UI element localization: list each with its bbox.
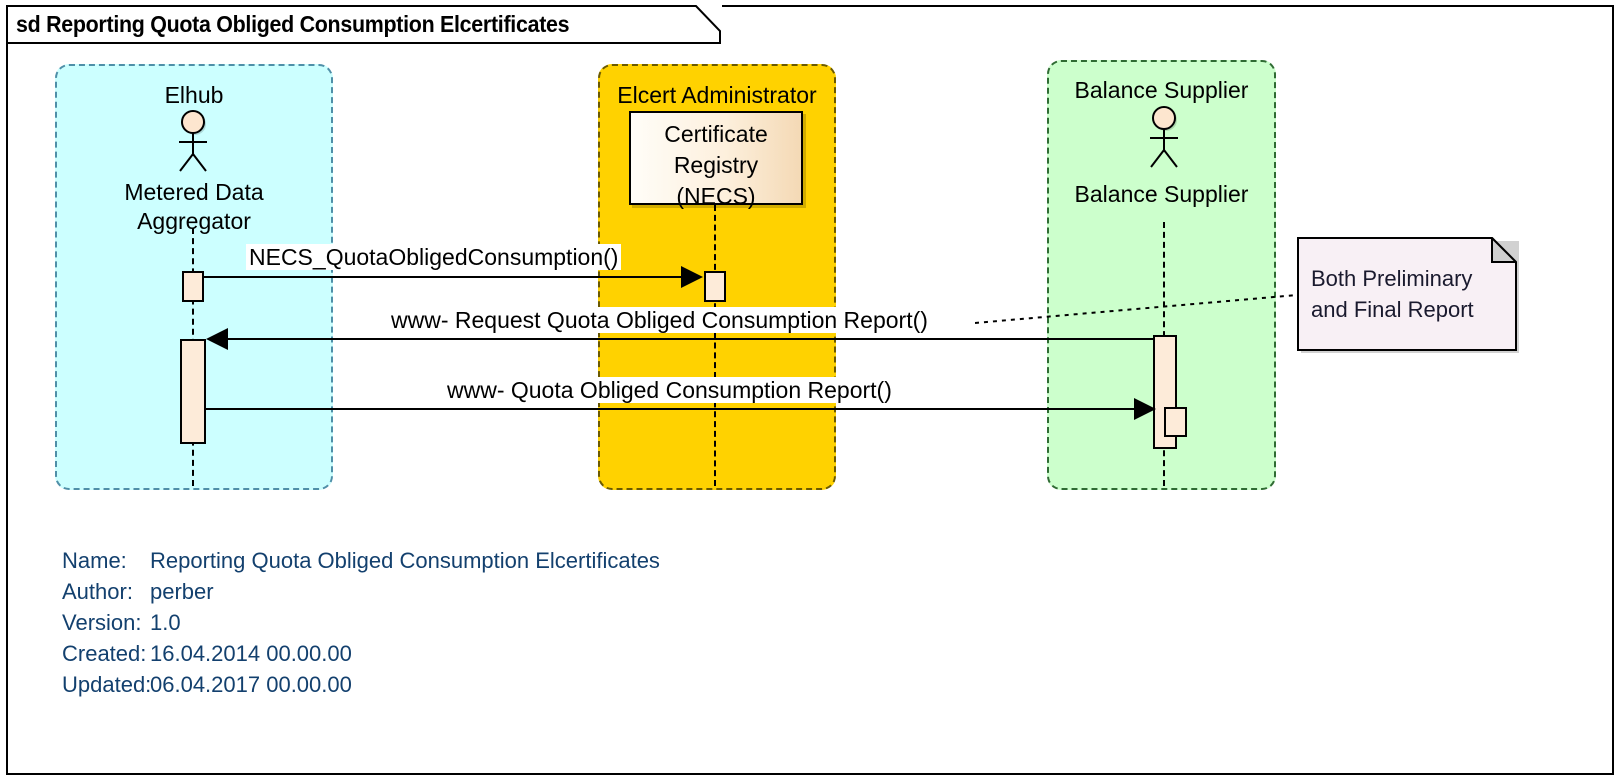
metadata-row-updated: Updated: 06.04.2017 00.00.00 (62, 669, 660, 700)
metadata-value-updated: 06.04.2017 00.00.00 (150, 671, 352, 697)
metadata-value-author: perber (150, 578, 214, 604)
metadata-value-version: 1.0 (150, 609, 181, 635)
metadata-row-author: Author: perber (62, 576, 660, 607)
activation-bar-elhub-1 (182, 271, 204, 302)
metadata-value-name: Reporting Quota Obliged Consumption Elce… (150, 547, 660, 573)
activation-bar-elhub-2 (180, 339, 206, 444)
metadata-key-updated: Updated: (62, 671, 152, 697)
frame-title-label: sd Reporting Quota Obliged Consumption E… (16, 11, 570, 37)
metadata-key-created: Created: (62, 640, 147, 666)
group-label-elcert: Elcert Administrator (617, 82, 817, 108)
message-arrowhead-3 (1134, 398, 1156, 420)
actor-icon-balance-supplier (1142, 106, 1188, 168)
lifeline-certificate-registry (714, 205, 716, 486)
message-label-2: www- Request Quota Obliged Consumption R… (388, 307, 931, 333)
message-line-2[interactable] (228, 338, 1154, 340)
metadata-value-created: 16.04.2014 00.00.00 (150, 640, 352, 666)
group-label-balance-supplier: Balance Supplier (1074, 77, 1249, 103)
message-line-1[interactable] (204, 276, 682, 278)
diagram-metadata: Name: Reporting Quota Obliged Consumptio… (62, 545, 660, 700)
actor-icon-elhub (171, 110, 217, 172)
activation-bar-balance-supplier-2 (1164, 407, 1187, 437)
note-text: Both Preliminary and Final Report (1311, 266, 1474, 322)
frame-title-tab (6, 5, 722, 44)
metadata-row-name: Name: Reporting Quota Obliged Consumptio… (62, 545, 660, 576)
activation-bar-certificate-registry-1 (704, 271, 726, 302)
message-line-3[interactable] (206, 408, 1136, 410)
metadata-row-created: Created: 16.04.2014 00.00.00 (62, 638, 660, 669)
participant-name-balance-supplier: Balance Supplier (1074, 181, 1249, 207)
note-body (1297, 235, 1519, 356)
metadata-key-version: Version: (62, 609, 142, 635)
metadata-key-author: Author: (62, 578, 133, 604)
metadata-key-name: Name: (62, 547, 127, 573)
message-arrowhead-2 (206, 328, 228, 350)
group-label-elhub: Elhub (164, 82, 224, 108)
message-arrowhead-1 (681, 266, 703, 288)
metadata-row-version: Version: 1.0 (62, 607, 660, 638)
participant-name-elhub: Metered Data Aggregator (124, 179, 264, 234)
note-both-preliminary-and-final-report[interactable]: Both Preliminary and Final Report (1297, 235, 1519, 353)
message-label-3: www- Quota Obliged Consumption Report() (444, 377, 895, 403)
participant-object-certificate-registry[interactable]: Certificate Registry (NECS) (629, 111, 803, 209)
message-label-1: NECS_QuotaObligedConsumption() (246, 244, 622, 270)
